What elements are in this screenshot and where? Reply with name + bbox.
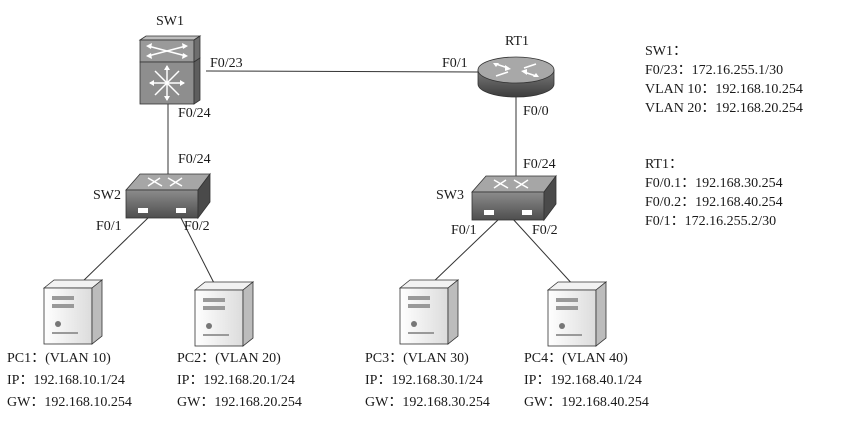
- link-sw2-pc2: [179, 215, 217, 288]
- config-line: F0/0.2：192.168.40.254: [645, 195, 783, 210]
- config-heading: RT1：: [645, 157, 684, 172]
- port-label: F0/1: [451, 223, 477, 238]
- switch-icon[interactable]: [125, 172, 211, 220]
- pc1-info: PC1：(VLAN 10) IP：192.168.10.1/24 GW：192.…: [7, 348, 132, 414]
- config-line: VLAN 20：192.168.20.254: [645, 101, 803, 116]
- device-label-sw2: SW2: [93, 188, 121, 203]
- config-heading: SW1：: [645, 44, 687, 59]
- pc-gateway: GW：192.168.40.254: [524, 395, 649, 410]
- pc2-info: PC2：(VLAN 20) IP：192.168.20.1/24 GW：192.…: [177, 348, 302, 414]
- pc-ip: IP：192.168.40.1/24: [524, 373, 642, 388]
- device-label-rt1: RT1: [505, 34, 530, 49]
- device-label-sw3: SW3: [436, 188, 464, 203]
- link-sw1-rt1: [205, 70, 479, 73]
- pc-tower-icon[interactable]: [193, 281, 255, 347]
- port-label: F0/2: [532, 223, 558, 238]
- port-label: F0/0: [523, 104, 549, 119]
- pc-gateway: GW：192.168.10.254: [7, 395, 132, 410]
- config-line: F0/1：172.16.255.2/30: [645, 214, 777, 229]
- config-line: F0/0.1：192.168.30.254: [645, 176, 783, 191]
- port-label: F0/23: [210, 56, 243, 71]
- router-icon[interactable]: [477, 56, 555, 98]
- pc3-info: PC3：(VLAN 30) IP：192.168.30.1/24 GW：192.…: [365, 348, 490, 414]
- sw1-config-block: SW1： F0/23：172.16.255.1/30 VLAN 10：192.1…: [645, 42, 803, 118]
- pc4-info: PC4：(VLAN 40) IP：192.168.40.1/24 GW：192.…: [524, 348, 649, 414]
- port-label: F0/1: [96, 219, 122, 234]
- pc-gateway: GW：192.168.30.254: [365, 395, 490, 410]
- pc-title: PC4：(VLAN 40): [524, 351, 628, 366]
- pc-gateway: GW：192.168.20.254: [177, 395, 302, 410]
- pc-tower-icon[interactable]: [42, 279, 104, 345]
- config-line: F0/23：172.16.255.1/30: [645, 63, 784, 78]
- pc-ip: IP：192.168.20.1/24: [177, 373, 295, 388]
- port-label: F0/24: [178, 152, 211, 167]
- pc-title: PC1：(VLAN 10): [7, 351, 111, 366]
- port-label: F0/24: [178, 106, 211, 121]
- port-label: F0/2: [184, 219, 210, 234]
- switch-icon[interactable]: [471, 174, 557, 222]
- port-label: F0/1: [442, 56, 468, 71]
- link-sw3-pc3: [429, 217, 501, 286]
- links: [79, 70, 576, 288]
- multilayer-switch-icon[interactable]: [138, 35, 202, 105]
- link-sw3-pc4: [511, 217, 576, 288]
- pc-title: PC3：(VLAN 30): [365, 351, 469, 366]
- pc-tower-icon[interactable]: [398, 279, 460, 345]
- pc-ip: IP：192.168.10.1/24: [7, 373, 125, 388]
- rt1-config-block: RT1： F0/0.1：192.168.30.254 F0/0.2：192.16…: [645, 155, 783, 231]
- device-label-sw1: SW1: [156, 14, 184, 29]
- pc-ip: IP：192.168.30.1/24: [365, 373, 483, 388]
- config-line: VLAN 10：192.168.10.254: [645, 82, 803, 97]
- port-label: F0/24: [523, 157, 556, 172]
- pc-title: PC2：(VLAN 20): [177, 351, 281, 366]
- pc-tower-icon[interactable]: [546, 281, 608, 347]
- link-sw2-pc1: [79, 215, 151, 285]
